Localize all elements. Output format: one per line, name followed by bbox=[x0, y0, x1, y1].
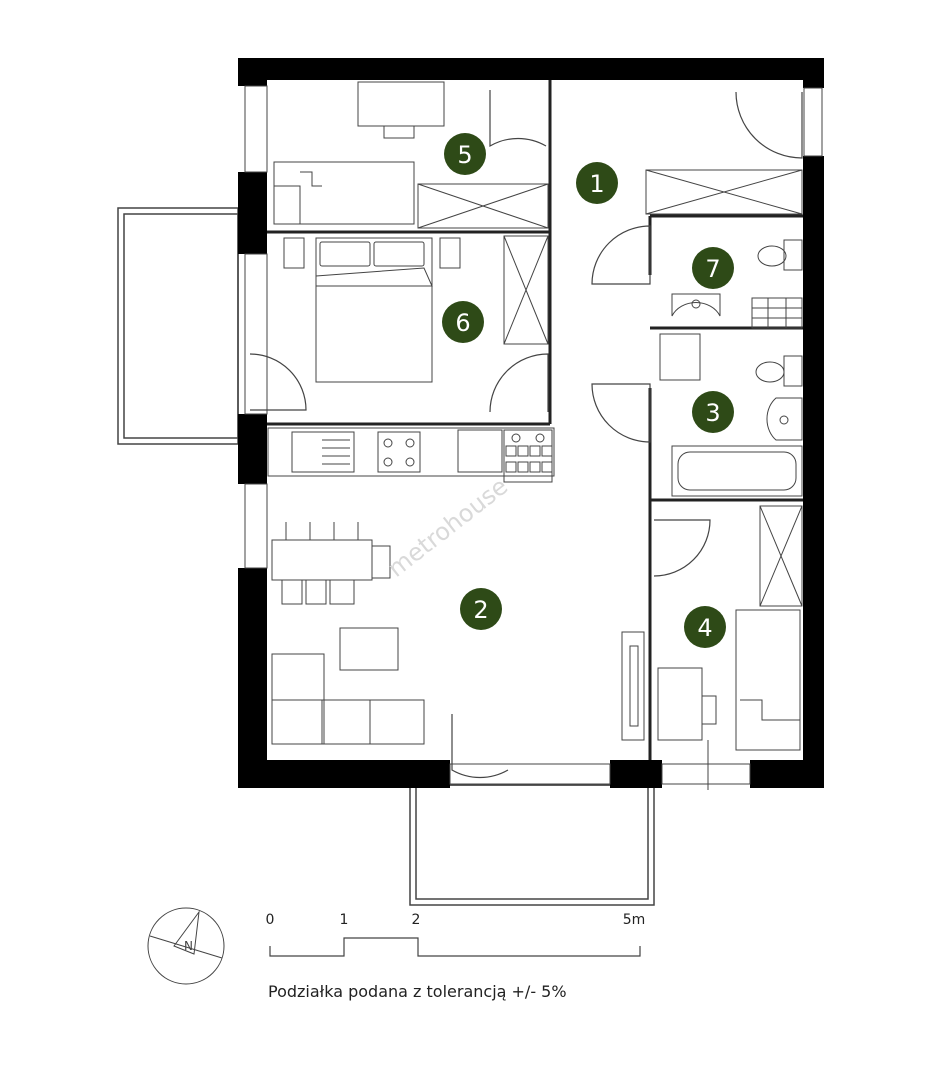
outer-walls bbox=[238, 58, 824, 788]
room-2-label: 2 bbox=[473, 596, 488, 624]
balcony-south bbox=[409, 784, 655, 906]
room-3-marker: 3 bbox=[692, 391, 734, 433]
scale-bar: 0 1 2 5m bbox=[266, 912, 646, 957]
scale-tolerance-note: Podziałka podana z tolerancją +/- 5% bbox=[268, 982, 567, 1001]
balcony-west bbox=[117, 207, 239, 445]
room-5-label: 5 bbox=[457, 141, 472, 169]
room-7-label: 7 bbox=[705, 255, 720, 283]
room-3-label: 3 bbox=[705, 399, 720, 427]
bathroom-fixtures bbox=[659, 239, 803, 497]
kitchen-hob bbox=[503, 429, 553, 483]
scale-tick-1: 1 bbox=[340, 912, 349, 928]
scale-tick-2: 2 bbox=[412, 912, 421, 928]
room-1-label: 1 bbox=[589, 170, 604, 198]
room-1-marker: 1 bbox=[576, 162, 618, 204]
watermark: metrohouse bbox=[382, 472, 513, 583]
scale-tick-0: 0 bbox=[266, 912, 275, 928]
doors bbox=[249, 90, 803, 779]
scale-tick-5m: 5m bbox=[623, 912, 646, 928]
room-7-marker: 7 bbox=[692, 247, 734, 289]
furniture bbox=[267, 81, 801, 790]
compass-icon: N bbox=[147, 907, 225, 985]
room-4-label: 4 bbox=[697, 614, 712, 642]
room-2-marker: 2 bbox=[460, 588, 502, 630]
wardrobes bbox=[417, 169, 803, 607]
room-6-marker: 6 bbox=[442, 301, 484, 343]
room-4-marker: 4 bbox=[684, 606, 726, 648]
room-5-marker: 5 bbox=[444, 133, 486, 175]
room-markers: 1 2 3 4 5 6 7 bbox=[442, 133, 734, 648]
room-6-label: 6 bbox=[455, 309, 470, 337]
compass-letter: N bbox=[184, 939, 193, 953]
windows bbox=[244, 85, 823, 785]
